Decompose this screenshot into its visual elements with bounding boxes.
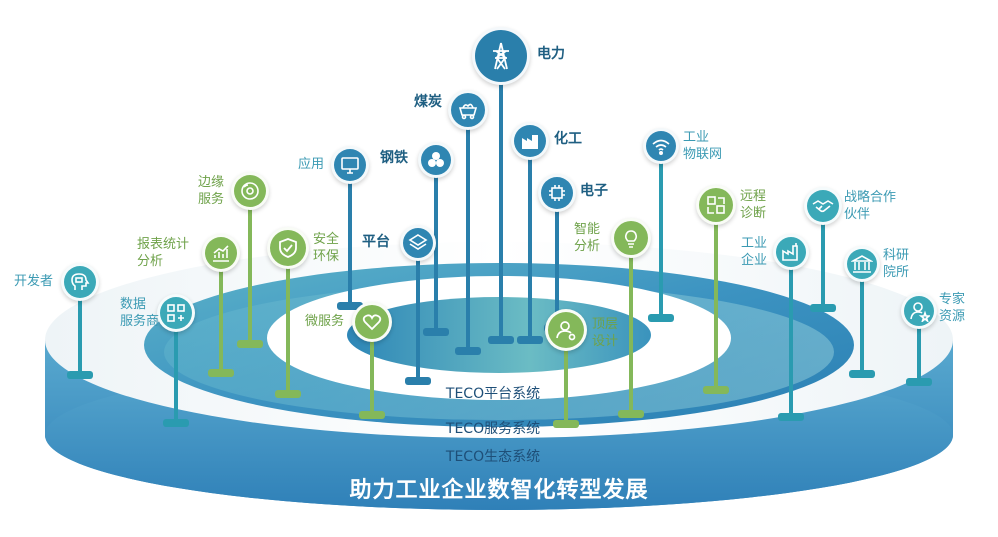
node-label: 专家资源 xyxy=(939,292,966,324)
ring-label-platform: TECO平台系统 xyxy=(445,386,541,402)
wifi-icon xyxy=(652,139,670,155)
heart-icon xyxy=(362,314,382,331)
node-label: 远程诊断 xyxy=(740,189,767,221)
remote-diagnosis-icon xyxy=(707,196,725,214)
node-label: 电力 xyxy=(537,46,565,62)
expert-user-icon xyxy=(910,302,930,322)
ring-label-ecosystem: TECO生态系统 xyxy=(445,449,541,465)
institution-icon xyxy=(851,255,873,273)
industry-building-icon xyxy=(782,243,798,261)
node-label: 开发者 xyxy=(14,274,54,289)
ring-label-service: TECO服务系统 xyxy=(445,421,541,437)
node-label: 智能分析 xyxy=(574,222,601,254)
node-label: 钢铁 xyxy=(380,150,408,166)
chart-growth-icon xyxy=(213,245,229,262)
monitor-icon xyxy=(341,157,359,174)
node-label: 应用 xyxy=(298,157,325,172)
mine-cart-icon xyxy=(458,103,478,120)
handshake-icon xyxy=(812,200,834,213)
node-label: 顶层设计 xyxy=(592,317,619,349)
disc-icon xyxy=(241,182,259,200)
steel-coil-icon xyxy=(428,152,444,167)
node-label: 微服务 xyxy=(305,314,345,329)
node-label: 工业企业 xyxy=(741,236,768,268)
node-label: 报表统计分析 xyxy=(137,237,190,269)
lightbulb-icon xyxy=(624,230,638,248)
node-label: 数据服务商 xyxy=(120,297,160,329)
node-label: 工业物联网 xyxy=(683,130,723,162)
node-label: 煤炭 xyxy=(414,94,442,110)
node-label: 化工 xyxy=(554,131,582,147)
shield-check-icon xyxy=(279,238,297,258)
node-label: 边缘服务 xyxy=(198,175,225,207)
node-label: 科研院所 xyxy=(883,248,910,280)
node-label: 安全环保 xyxy=(313,232,340,264)
node-label: 电子 xyxy=(580,183,608,199)
data-grid-icon xyxy=(167,304,185,322)
banner-title: 助力工业企业数智化转型发展 xyxy=(349,478,649,503)
factory-icon xyxy=(522,135,538,149)
node-label: 战略合作伙伴 xyxy=(844,190,897,222)
user-gear-icon xyxy=(556,321,576,341)
chip-icon xyxy=(549,185,565,201)
layers-icon xyxy=(408,234,428,250)
power-tower-icon xyxy=(493,42,509,70)
developer-head-icon xyxy=(71,273,90,290)
node-label: 平台 xyxy=(362,234,390,250)
